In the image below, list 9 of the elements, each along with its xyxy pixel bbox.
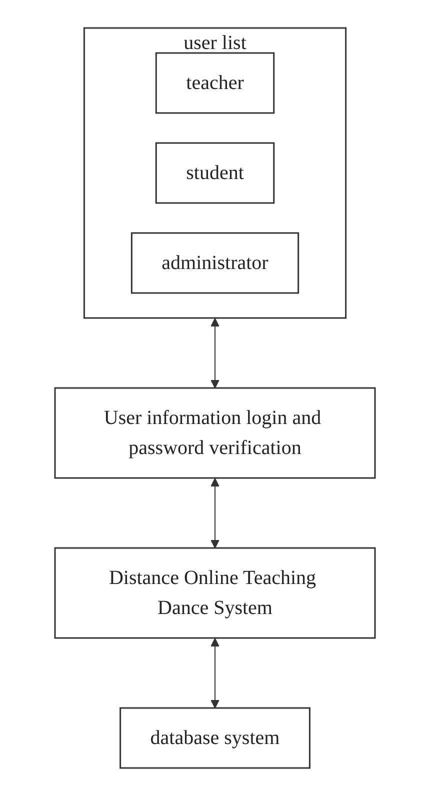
node-box: Distance Online Teaching Dance System	[54, 547, 376, 639]
node-box: administrator	[130, 232, 300, 294]
node-box: student	[155, 142, 275, 204]
arrow	[210, 318, 220, 388]
node-box: User information login and password verification	[54, 387, 376, 479]
arrow	[210, 478, 220, 548]
arrow	[210, 638, 220, 708]
node-box: database system	[120, 707, 310, 769]
node-box: teacher	[155, 52, 275, 114]
